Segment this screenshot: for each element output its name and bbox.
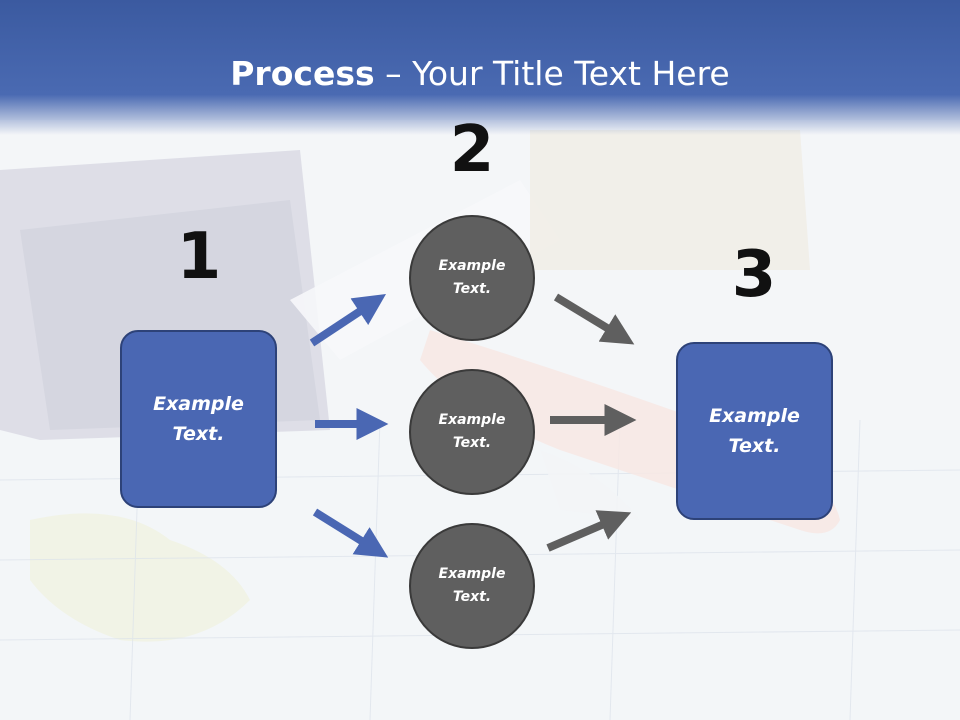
slide-title[interactable]: Process – Your Title Text Here <box>0 52 960 96</box>
step-2-circle-bottom[interactable]: Example Text. <box>409 523 535 649</box>
step-2-circle-top[interactable]: Example Text. <box>409 215 535 341</box>
arrow-blue-down <box>312 508 389 558</box>
step-number-2: 2 <box>449 113 495 187</box>
step-number-1: 1 <box>176 220 222 294</box>
title-rest: – Your Title Text Here <box>374 54 730 93</box>
step-number-3: 3 <box>731 238 777 312</box>
step-3-box-text: Example Text. <box>709 405 800 457</box>
arrow-gray-up <box>546 510 632 552</box>
circle-middle-text: Example Text. <box>438 412 506 451</box>
title-band <box>0 0 960 135</box>
arrow-blue-up <box>309 294 387 347</box>
step-2-circle-middle[interactable]: Example Text. <box>409 369 535 495</box>
step-1-box[interactable]: Example Text. <box>120 330 277 508</box>
circle-top-text: Example Text. <box>438 258 506 297</box>
step-3-box[interactable]: Example Text. <box>676 342 833 520</box>
arrow-gray-down <box>553 293 635 345</box>
step-1-box-text: Example Text. <box>153 393 244 445</box>
circle-bottom-text: Example Text. <box>438 566 506 605</box>
title-bold: Process <box>230 54 375 93</box>
